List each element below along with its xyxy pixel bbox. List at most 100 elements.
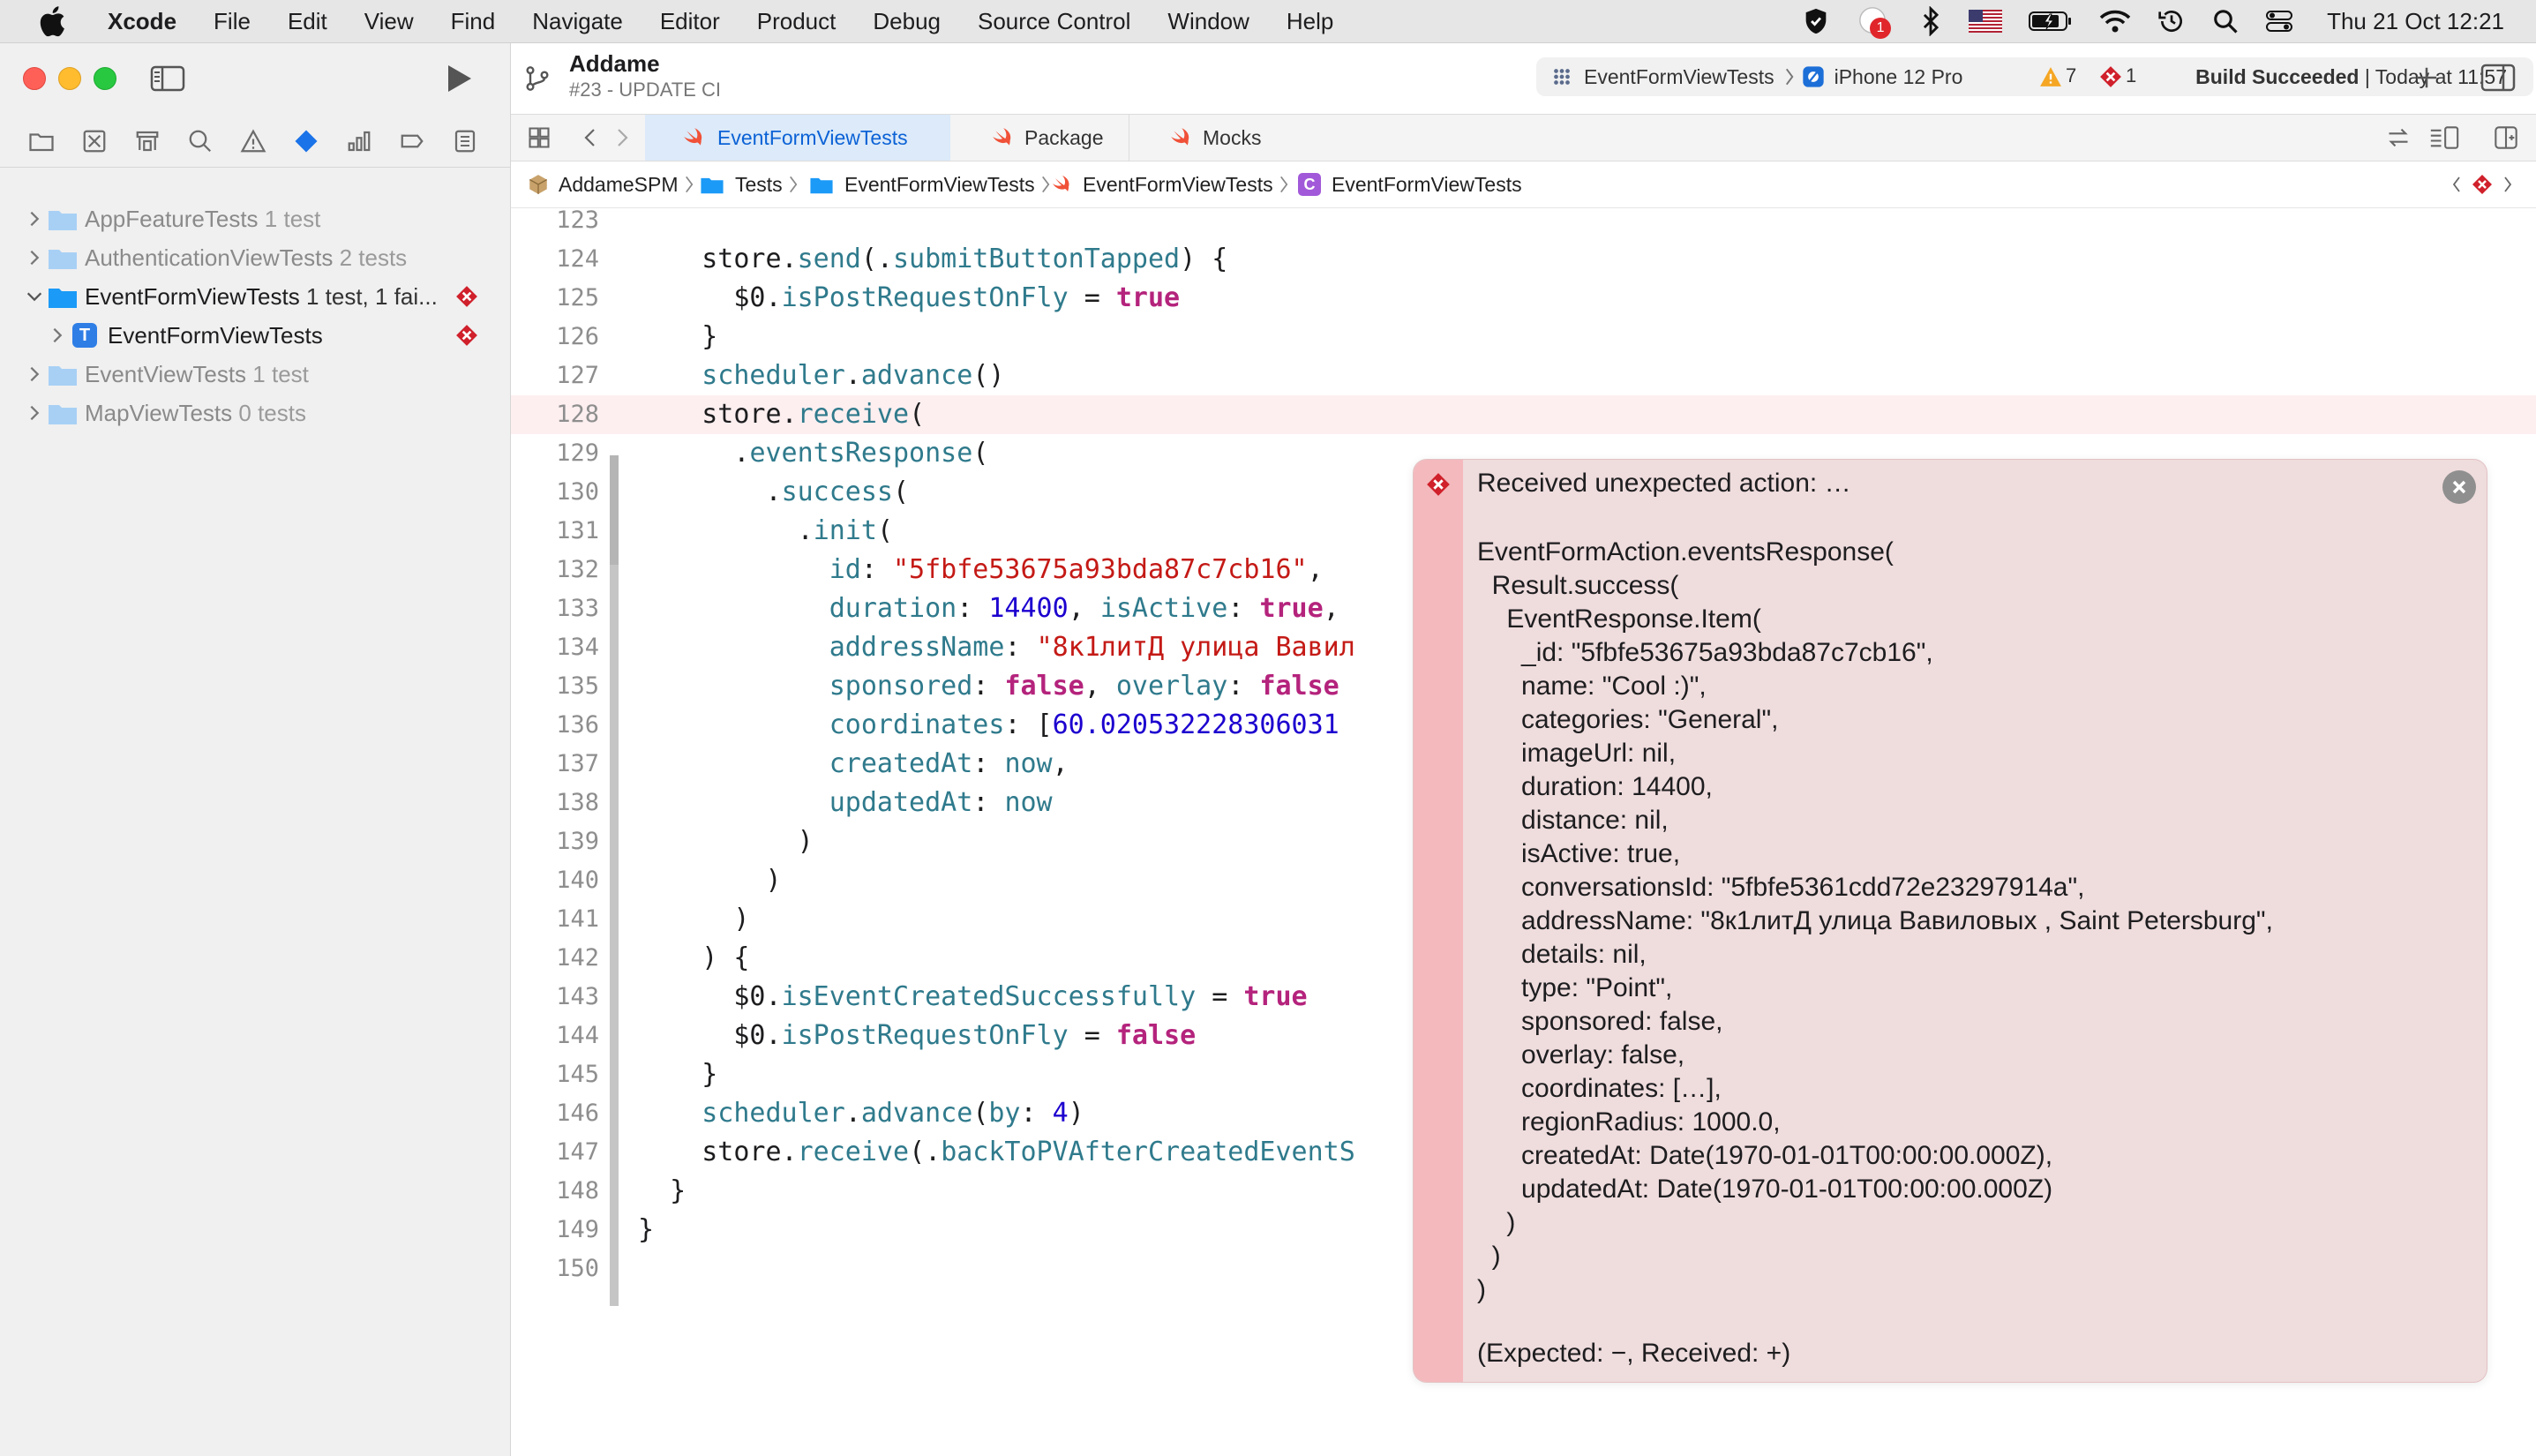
line-number[interactable]: 136 (556, 711, 599, 739)
tab-eventformviewtests[interactable]: EventFormViewTests (645, 115, 950, 161)
wifi-icon[interactable] (2099, 9, 2131, 34)
menu-debug[interactable]: Debug (873, 7, 941, 34)
line-number[interactable]: 143 (556, 983, 599, 1010)
apple-menu-icon[interactable] (35, 3, 72, 40)
breakpoint-navigator-icon[interactable] (399, 128, 425, 154)
line-number[interactable]: 133 (556, 595, 599, 622)
menu-navigate[interactable]: Navigate (532, 7, 623, 34)
breadcrumb-item[interactable]: EventFormViewTests (1051, 161, 1289, 207)
line-number[interactable]: 130 (556, 478, 599, 506)
close-annotation-button[interactable] (2442, 470, 2476, 504)
warning-count[interactable]: 7 (2066, 64, 2077, 86)
code-line[interactable]: 134 addressName: "8к1литД улица Вавил (511, 628, 2536, 667)
code-line[interactable]: 141 ) (511, 900, 2536, 939)
split-editor-icon[interactable] (2493, 125, 2519, 150)
bluetooth-icon[interactable] (1919, 6, 1942, 36)
back-arrow-icon[interactable] (580, 125, 601, 150)
line-number[interactable]: 126 (556, 323, 599, 350)
menu-editor[interactable]: Editor (659, 7, 720, 34)
tab-mocks[interactable]: Mocks (1130, 115, 1307, 161)
line-number[interactable]: 147 (556, 1138, 599, 1166)
line-number[interactable]: 134 (556, 634, 599, 661)
debug-navigator-icon[interactable] (346, 128, 372, 154)
menu-edit[interactable]: Edit (287, 7, 327, 34)
code-line[interactable]: 131 .init( (511, 512, 2536, 551)
line-number[interactable]: 149 (556, 1216, 599, 1243)
line-number[interactable]: 142 (556, 944, 599, 972)
chevron-right-icon[interactable] (25, 248, 44, 267)
code-line[interactable]: 125 $0.isPostRequestOnFly = true (511, 279, 2536, 318)
notification-app-icon[interactable]: 1 (1857, 4, 1893, 39)
breadcrumb-item[interactable]: Tests (700, 161, 799, 207)
code-line[interactable]: 128 store.receive( (511, 395, 2536, 434)
close-window-button[interactable] (23, 67, 46, 90)
line-number[interactable]: 129 (556, 439, 599, 467)
source-control-navigator-icon[interactable] (81, 128, 108, 154)
test-bundle-row[interactable]: EventViewTests 1 test (0, 355, 510, 394)
scheme-selector[interactable]: EventFormViewTests (1584, 64, 1774, 88)
chevron-right-icon[interactable] (25, 364, 44, 384)
code-line[interactable]: 149} (511, 1211, 2536, 1250)
line-number[interactable]: 141 (556, 905, 599, 933)
line-number[interactable]: 146 (556, 1100, 599, 1127)
line-number[interactable]: 124 (556, 245, 599, 273)
previous-issue-chevron-icon[interactable] (2449, 174, 2465, 195)
us-flag-icon[interactable] (1969, 10, 2003, 33)
menubar-clock[interactable]: Thu 21 Oct 12:21 (2327, 7, 2504, 34)
code-line[interactable]: 147 store.receive(.backToPVAfterCreatedE… (511, 1133, 2536, 1172)
sidebar-toggle-icon[interactable] (150, 64, 185, 93)
battery-icon[interactable] (2029, 10, 2073, 33)
line-number[interactable]: 145 (556, 1061, 599, 1088)
menu-view[interactable]: View (364, 7, 414, 34)
project-navigator-folder-icon[interactable] (28, 128, 55, 154)
chevron-right-icon[interactable] (25, 209, 44, 229)
test-bundle-row[interactable]: AppFeatureTests 1 test (0, 199, 510, 238)
library-plus-icon[interactable] (2413, 64, 2440, 91)
code-line[interactable]: 139 ) (511, 822, 2536, 861)
error-icon[interactable] (2099, 65, 2122, 88)
menu-window[interactable]: Window (1167, 7, 1249, 34)
line-number[interactable]: 138 (556, 789, 599, 816)
code-line[interactable]: 148 } (511, 1172, 2536, 1211)
chevron-right-icon[interactable] (48, 326, 67, 345)
find-navigator-icon[interactable] (187, 128, 214, 154)
code-line[interactable]: 136 coordinates: [60.020532228306031 (511, 706, 2536, 745)
line-number[interactable]: 123 (556, 208, 599, 234)
breadcrumb-item[interactable]: EventFormViewTests (809, 161, 1051, 207)
line-number[interactable]: 148 (556, 1177, 599, 1205)
symbol-navigator-icon[interactable] (134, 128, 161, 154)
editor-options-icon[interactable] (2427, 125, 2461, 150)
review-changes-arrows-icon[interactable] (2385, 125, 2412, 150)
code-line[interactable]: 142 ) { (511, 939, 2536, 978)
time-machine-icon[interactable] (2157, 7, 2186, 35)
line-number[interactable]: 137 (556, 750, 599, 777)
menu-file[interactable]: File (214, 7, 251, 34)
test-bundle-row[interactable]: AuthenticationViewTests 2 tests (0, 238, 510, 277)
line-number[interactable]: 131 (556, 517, 599, 544)
warning-icon[interactable] (2039, 66, 2062, 87)
code-line[interactable]: 137 createdAt: now, (511, 745, 2536, 784)
tab-package[interactable]: Package (952, 115, 1129, 161)
line-number[interactable]: 125 (556, 284, 599, 311)
issue-error-icon[interactable] (2472, 174, 2493, 195)
code-line[interactable]: 143 $0.isEventCreatedSuccessfully = true (511, 978, 2536, 1017)
code-line[interactable]: 124 store.send(.submitButtonTapped) { (511, 240, 2536, 279)
line-number[interactable]: 139 (556, 828, 599, 855)
code-line[interactable]: 127 scheduler.advance() (511, 356, 2536, 395)
menu-app-xcode[interactable]: Xcode (108, 7, 177, 34)
report-navigator-icon[interactable] (452, 128, 478, 154)
next-issue-chevron-icon[interactable] (2500, 174, 2516, 195)
line-number[interactable]: 140 (556, 867, 599, 894)
test-bundle-row-expanded[interactable]: EventFormViewTests 1 test, 1 fai... (0, 277, 510, 316)
menu-source-control[interactable]: Source Control (978, 7, 1131, 34)
line-number[interactable]: 127 (556, 362, 599, 389)
test-class-row[interactable]: T EventFormViewTests (0, 316, 510, 355)
related-items-grid-icon[interactable] (527, 125, 551, 150)
spotlight-search-icon[interactable] (2212, 8, 2239, 34)
code-line[interactable]: 132 id: "5fbfe53675a93bda87c7cb16", (511, 551, 2536, 589)
code-line[interactable]: 129 .eventsResponse( (511, 434, 2536, 473)
minimize-window-button[interactable] (58, 67, 81, 90)
code-line[interactable]: 126 } (511, 318, 2536, 356)
line-number[interactable]: 144 (556, 1022, 599, 1049)
line-number[interactable]: 128 (556, 401, 599, 428)
